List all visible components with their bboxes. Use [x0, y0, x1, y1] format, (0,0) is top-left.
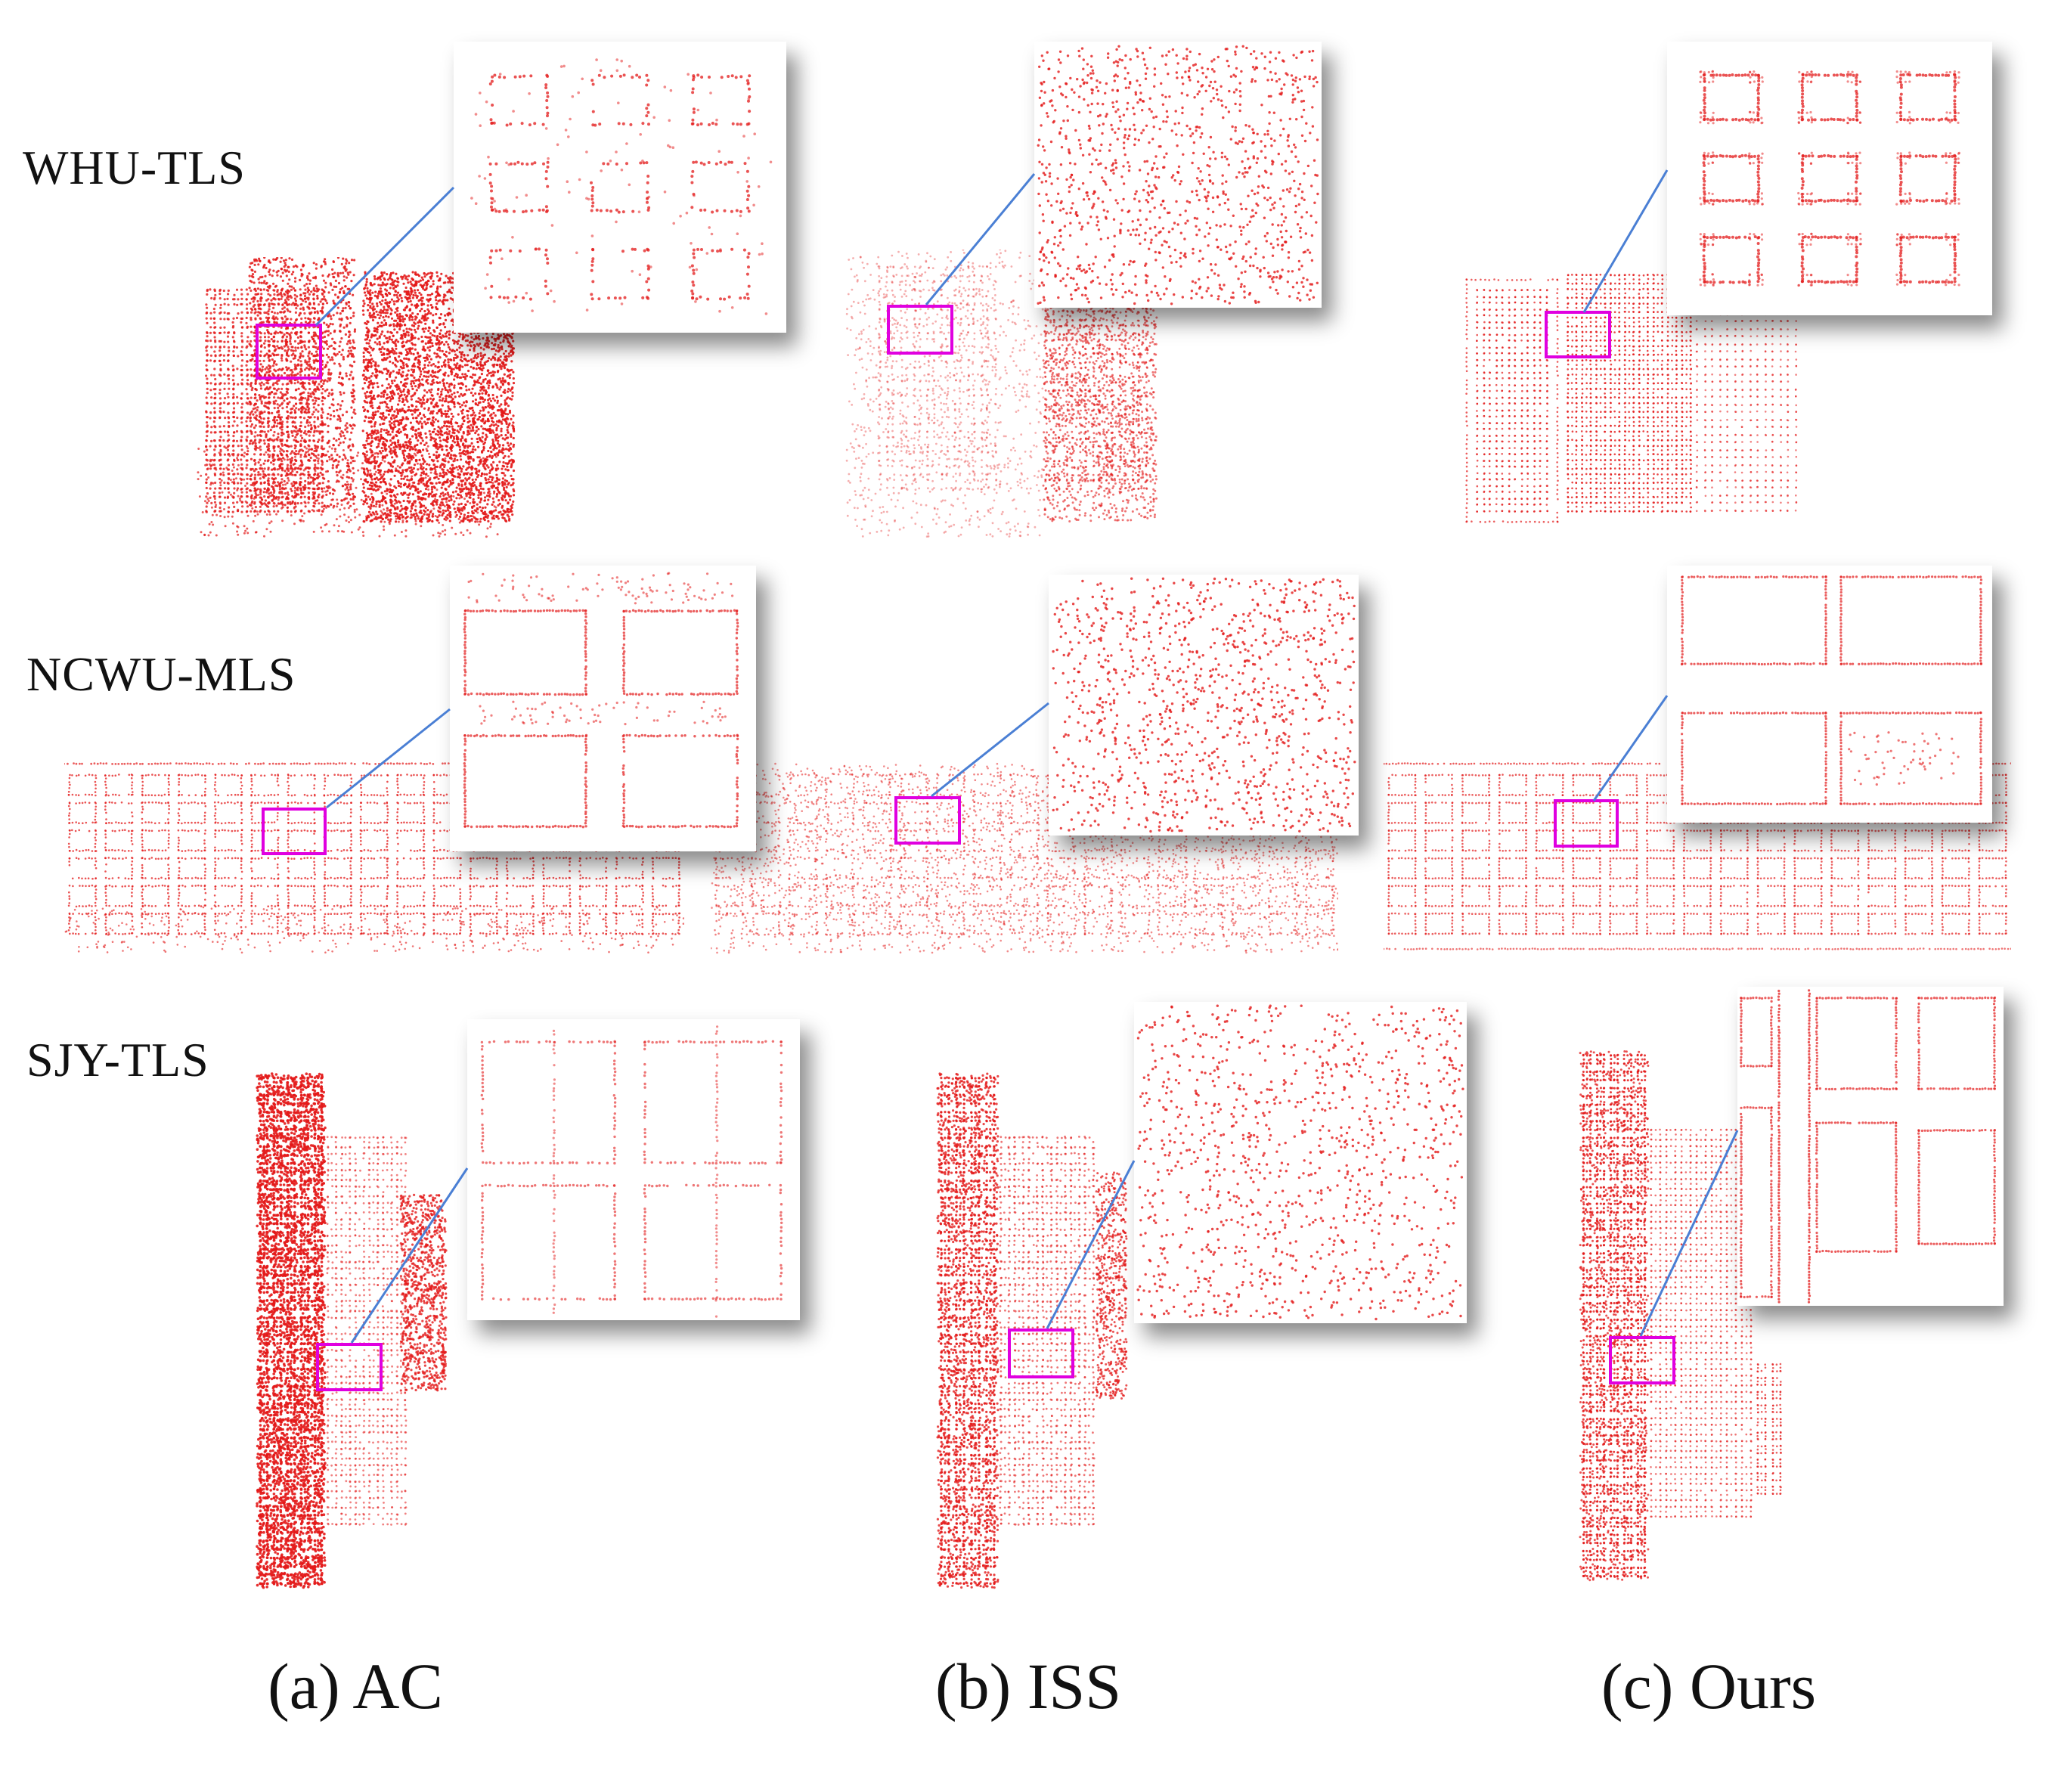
sjy-iss-pointcloud [930, 1059, 1149, 1603]
whu-ac-highlight-box [256, 324, 322, 380]
sjy-ac-pointcloud [249, 1059, 469, 1603]
whu-ours-highlight-box [1545, 311, 1611, 358]
ncwu-ac-highlight-box [262, 808, 327, 855]
whu-ours-zoom-inset [1667, 42, 1992, 315]
whu-iss-zoom-inset [1034, 42, 1322, 308]
row-label-ncwu-mls: NCWU-MLS [26, 646, 296, 702]
caption-iss: (b) ISS [764, 1648, 1293, 1724]
whu-iss-highlight-box [887, 305, 953, 355]
sjy-iss-highlight-box [1008, 1328, 1074, 1378]
sjy-ours-zoom-inset [1737, 987, 2004, 1306]
sjy-ours-highlight-box [1609, 1336, 1675, 1384]
whu-iss-pointcloud [817, 250, 1210, 552]
ncwu-iss-zoom-inset [1049, 575, 1359, 836]
ncwu-ours-highlight-box [1554, 799, 1619, 848]
caption-ac: (a) AC [91, 1648, 620, 1724]
ncwu-iss-highlight-box [894, 796, 961, 845]
row-label-sjy-tls: SJY-TLS [26, 1032, 209, 1088]
row-label-whu-tls: WHU-TLS [23, 140, 246, 196]
caption-ours: (c) Ours [1444, 1648, 1973, 1724]
sjy-ac-highlight-box [316, 1343, 383, 1391]
sjy-ac-zoom-inset [467, 1019, 800, 1320]
ncwu-ours-zoom-inset [1667, 566, 1992, 823]
whu-ac-zoom-inset [454, 42, 786, 333]
sjy-iss-zoom-inset [1134, 1002, 1467, 1323]
ncwu-ac-zoom-inset [450, 566, 756, 851]
